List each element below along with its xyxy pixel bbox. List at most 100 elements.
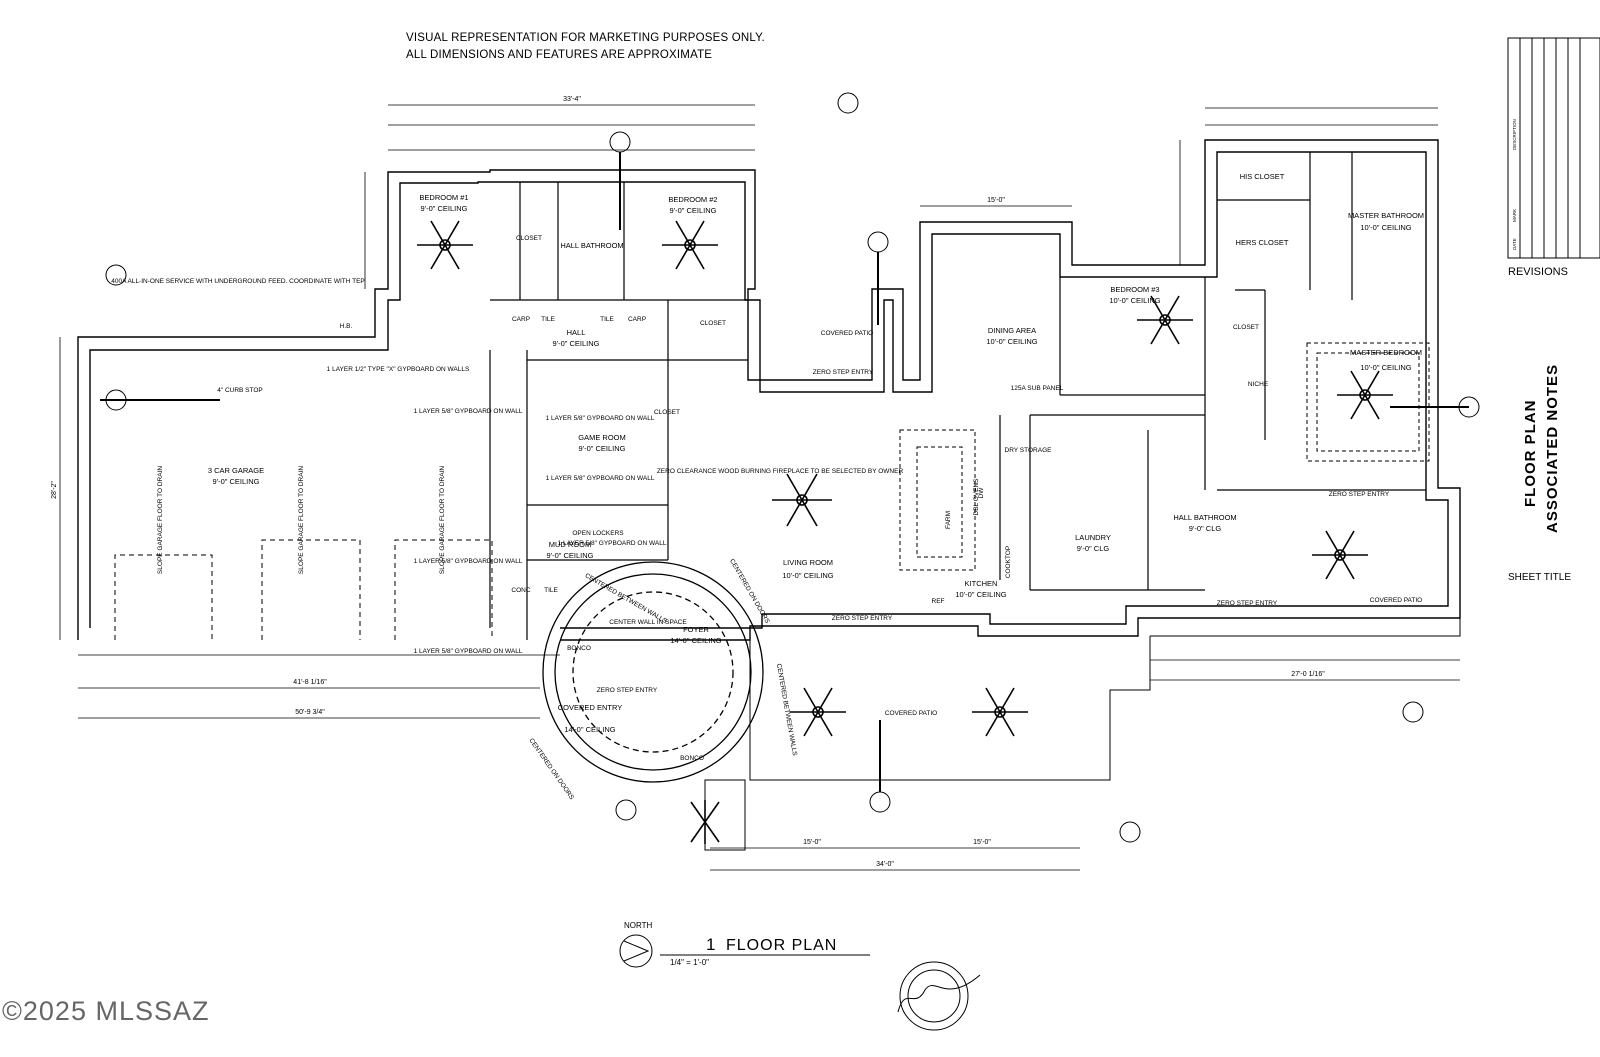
note-dry-storage: DRY STORAGE	[1005, 447, 1053, 454]
north-label: NORTH	[624, 921, 653, 930]
note-carp-2: CARP	[628, 316, 646, 323]
disclaimer-line-2: ALL DIMENSIONS AND FEATURES ARE APPROXIM…	[406, 49, 713, 61]
dim-dining-width: 15'-0"	[987, 197, 1005, 204]
drawing-title: FLOOR PLAN	[726, 937, 837, 954]
room-hall-bathroom-2-ceiling: 9'-0" CLG	[1189, 524, 1222, 533]
note-slope-3: SLOPE GARAGE FLOOR TO DRAIN	[439, 466, 446, 574]
room-mud-room: MUD ROOM	[549, 540, 592, 549]
section-markers	[100, 92, 1480, 843]
room-laundry-ceiling: 9'-0" CLG	[1077, 544, 1110, 553]
room-kitchen: KITCHEN	[965, 579, 998, 588]
room-living-room: LIVING ROOM	[783, 558, 833, 567]
room-hers-closet: HERS CLOSET	[1236, 238, 1289, 247]
note-gyp-mud: 1 LAYER 5/8" GYPBOARD ON WALL	[558, 540, 667, 547]
note-tile-2: TILE	[600, 316, 614, 323]
note-slope-2: SLOPE GARAGE FLOOR TO DRAIN	[298, 466, 305, 574]
note-bonco-2: BONCO	[680, 755, 704, 762]
note-bonco-1: BONCO	[567, 645, 591, 652]
sheet-title-label: SHEET TITLE	[1508, 572, 1571, 583]
dim-patio-a: 15'-0"	[803, 839, 821, 846]
room-bedroom-3-ceiling: 10'-0" CEILING	[1109, 296, 1160, 305]
note-zero-step-entry-5: ZERO STEP ENTRY	[1329, 491, 1390, 498]
room-bedroom-1-ceiling: 9'-0" CEILING	[420, 204, 467, 213]
note-slope-1: SLOPE GARAGE FLOOR TO DRAIN	[157, 466, 164, 574]
room-hall-ceiling: 9'-0" CEILING	[552, 339, 599, 348]
room-bedroom-2: BEDROOM #2	[668, 195, 717, 204]
note-zero-step-entry-3: ZERO STEP ENTRY	[597, 687, 658, 694]
note-dbl-ovens: DBL OVENS	[973, 478, 980, 516]
note-zero-step-entry-4: ZERO STEP ENTRY	[1217, 600, 1278, 607]
engineer-seal	[897, 961, 981, 1031]
drawing-scale: 1/4" = 1'-0"	[670, 958, 709, 967]
room-hall-bathroom: HALL BATHROOM	[560, 241, 623, 250]
tray-ceiling	[1306, 342, 1430, 462]
revisions-label: REVISIONS	[1508, 266, 1568, 278]
dim-garage-depth: 28'-2"	[51, 481, 58, 499]
title-block	[1507, 37, 1600, 259]
north-arrow	[619, 934, 653, 968]
room-dining-area: DINING AREA	[988, 326, 1036, 335]
note-gyp-garage-2: 1 LAYER 5/8" GYPBOARD ON WALL	[414, 558, 523, 565]
note-curb-stop: 4" CURB STOP	[217, 387, 263, 394]
note-covered-patio-3: COVERED PATIO	[1370, 597, 1423, 604]
note-gyp-garage-3: 1 LAYER 5/8" GYPBOARD ON WALL	[414, 648, 523, 655]
dim-right-total: 27'-0 1/16"	[1291, 671, 1325, 678]
disclaimer-line-1: VISUAL REPRESENTATION FOR MARKETING PURP…	[406, 32, 765, 44]
dim-overall-width: 50'-9 3/4"	[295, 709, 325, 716]
note-gyp-garage: 1 LAYER 5/8" GYPBOARD ON WALL	[414, 408, 523, 415]
note-open-lockers: OPEN LOCKERS	[572, 530, 624, 537]
note-cooktop: COOKTOP	[1005, 546, 1012, 578]
note-closet-4: CLOSET	[1233, 324, 1259, 331]
note-gyp-game-2: 1 LAYER 5/8" GYPBOARD ON WALL	[546, 475, 655, 482]
interior-walls	[489, 152, 1426, 640]
note-closet-2: CLOSET	[700, 320, 726, 327]
room-his-closet: HIS CLOSET	[1240, 172, 1285, 181]
room-dining-area-ceiling: 10'-0" CEILING	[986, 337, 1037, 346]
note-carp-1: CARP	[512, 316, 530, 323]
kitchen-island	[899, 429, 976, 571]
note-covered-patio-2: COVERED PATIO	[885, 710, 938, 717]
note-center-wall: CENTER WALL IN SPACE	[609, 619, 687, 626]
note-conc-1: CONC	[511, 587, 530, 594]
round-foyer	[542, 561, 764, 783]
sheet-title-line2: ASSOCIATED NOTES	[1544, 364, 1561, 533]
room-laundry: LAUNDRY	[1075, 533, 1111, 542]
patio-outline	[704, 618, 1461, 851]
mls-watermark: ©2025 MLSSAZ	[2, 996, 210, 1026]
note-centered-walls-2: CENTERED BETWEEN WALLS	[775, 663, 798, 757]
note-zero-step-entry-2: ZERO STEP ENTRY	[832, 615, 893, 622]
garage-doors	[114, 539, 493, 640]
note-service: 400A ALL-IN-ONE SERVICE WITH UNDERGROUND…	[111, 278, 365, 285]
note-hose-bib: H.B.	[340, 323, 353, 330]
room-covered-entry: COVERED ENTRY	[558, 703, 622, 712]
room-master-bedroom-ceiling: 10'-0" CEILING	[1360, 363, 1411, 372]
note-ref: REF	[932, 598, 945, 605]
room-kitchen-ceiling: 10'-0" CEILING	[955, 590, 1006, 599]
note-farm: FARM	[945, 511, 952, 529]
room-bedroom-1: BEDROOM #1	[419, 193, 468, 202]
room-foyer-ceiling: 14'-0" CEILING	[670, 636, 721, 645]
note-closet-1: CLOSET	[516, 235, 542, 242]
note-gyp-game: 1 LAYER 5/8" GYPBOARD ON WALL	[546, 415, 655, 422]
room-foyer: FOYER	[683, 625, 709, 634]
note-dw: DW	[978, 487, 985, 499]
note-centered-doors-2: CENTERED ON DOORS	[527, 737, 575, 801]
note-covered-patio-1: COVERED PATIO	[821, 330, 874, 337]
room-game-room-ceiling: 9'-0" CEILING	[578, 444, 625, 453]
exterior-walls	[77, 139, 1461, 641]
note-tile-3: TILE	[544, 587, 558, 594]
sheet-title-line1: FLOOR PLAN	[1522, 400, 1539, 508]
room-living-room-ceiling: 10'-0" CEILING	[782, 571, 833, 580]
note-sub-panel: 125A SUB PANEL	[1011, 385, 1064, 392]
room-bedroom-3: BEDROOM #3	[1110, 285, 1159, 294]
room-master-bathroom: MASTER BATHROOM	[1348, 211, 1424, 220]
title-block-col-description: DESCRIPTION	[1512, 119, 1517, 150]
dimension-lines	[59, 104, 1460, 871]
room-mud-room-ceiling: 9'-0" CEILING	[546, 551, 593, 560]
dim-patio-total: 34'-0"	[876, 861, 894, 868]
note-centered-walls-1: CENTERED BETWEEN WALLS	[584, 572, 669, 625]
note-closet-3: CLOSET	[654, 409, 680, 416]
room-master-bathroom-ceiling: 10'-0" CEILING	[1360, 223, 1411, 232]
dim-garage-total: 41'-8 1/16"	[293, 679, 327, 686]
